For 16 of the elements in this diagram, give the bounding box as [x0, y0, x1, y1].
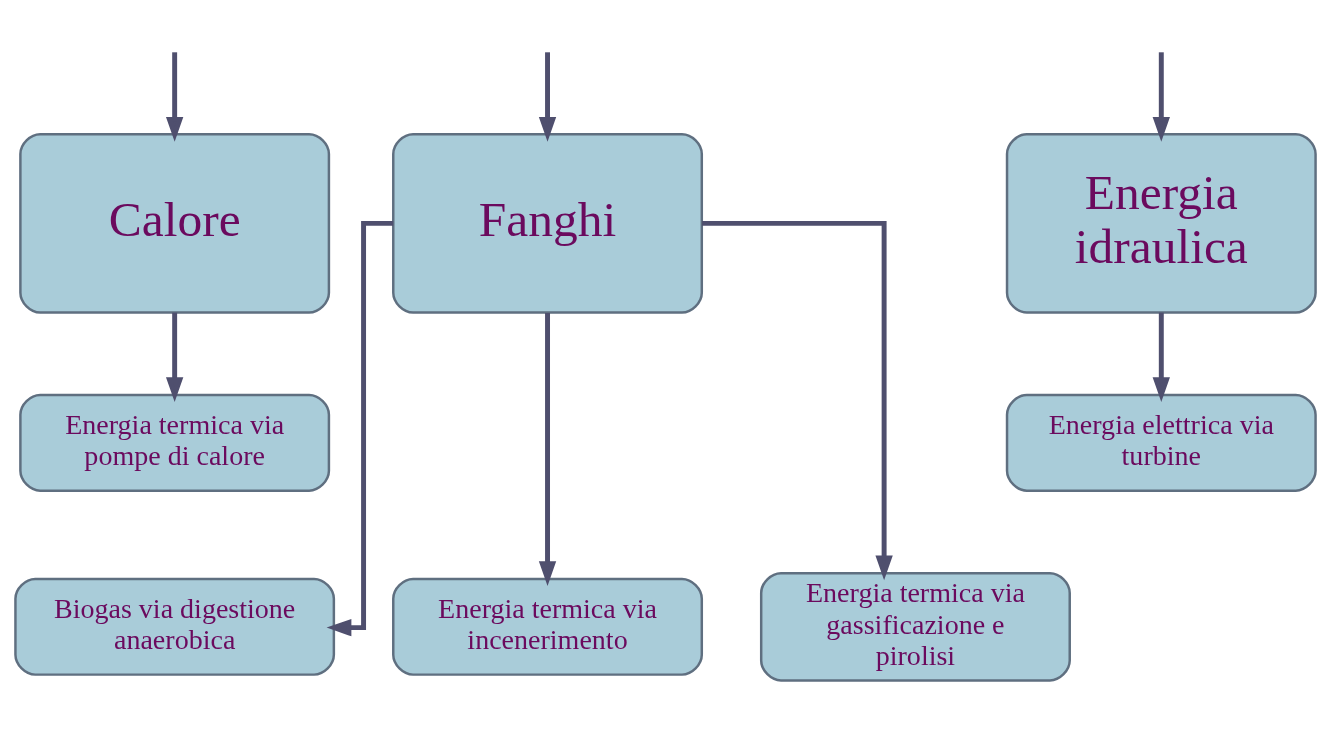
- arrow: [165, 52, 184, 142]
- arrow: [538, 52, 557, 142]
- node-box: Fanghi: [392, 133, 704, 314]
- arrow: [326, 220, 394, 637]
- arrow: [165, 312, 184, 402]
- node-box: Energia termica via pompe di calore: [19, 393, 331, 492]
- node-box: Biogas via digestione anaerobica: [14, 577, 336, 676]
- arrow: [538, 312, 557, 586]
- node-box: Energia elettrica via turbine: [1005, 393, 1317, 492]
- node-box: Energia idraulica: [1005, 133, 1317, 314]
- arrow: [1152, 52, 1170, 142]
- arrow: [702, 220, 893, 581]
- node-box: Energia termica via gassificazione e pirolisi: [759, 571, 1071, 682]
- node-box: Calore: [19, 133, 331, 314]
- node-box: Energia termica via incenerimento: [392, 577, 704, 676]
- arrow: [1152, 312, 1170, 402]
